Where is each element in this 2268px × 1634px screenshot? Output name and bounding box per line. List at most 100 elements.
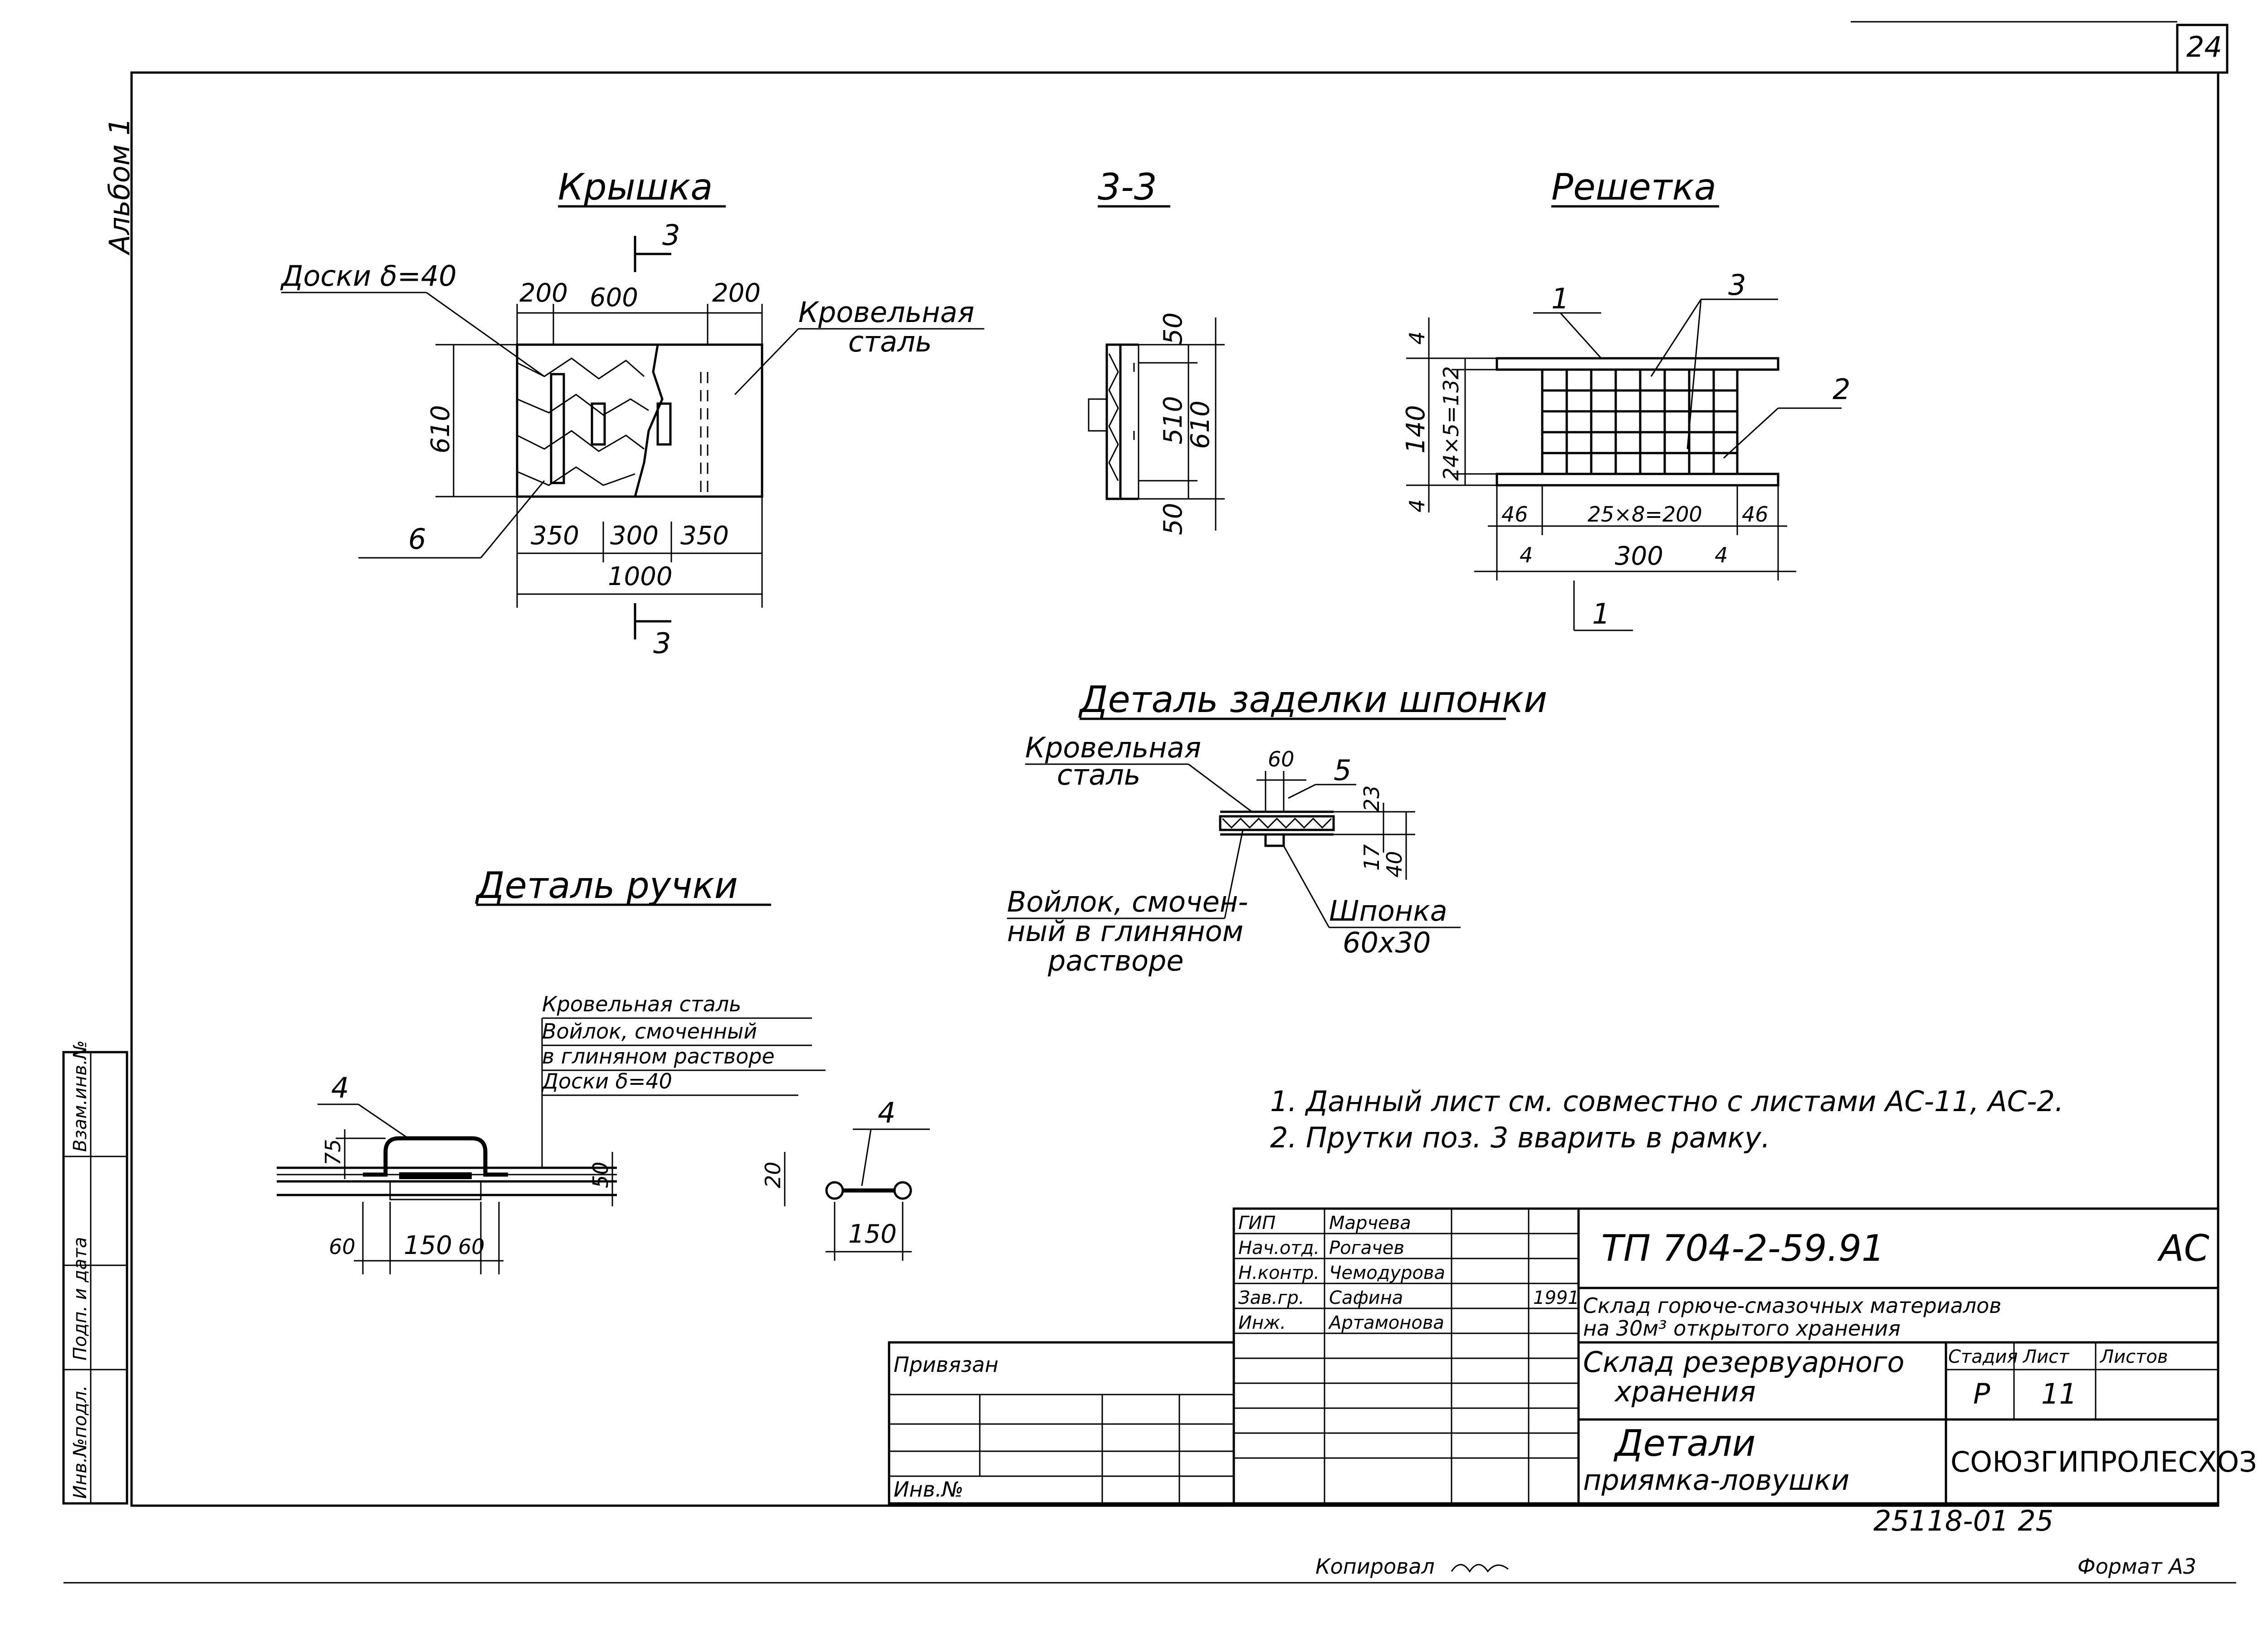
key-roof-steel-1: Кровельная xyxy=(1025,731,1201,764)
doc-code: ТП 704-2-59.91 xyxy=(1601,1227,1885,1269)
section33-dim-top: 50 xyxy=(1158,312,1188,345)
cover-roof-steel-2: сталь xyxy=(848,325,932,358)
handle-dim-60-left: 60 xyxy=(329,1234,356,1259)
copied-by: Копировал xyxy=(1315,1554,1435,1579)
cover-dim-height: 610 xyxy=(426,405,455,454)
role-3: Зав.гр. xyxy=(1238,1288,1305,1308)
sheet-title-2: приямка-ловушки xyxy=(1583,1463,1849,1497)
handle-detail-title: Деталь ручки xyxy=(475,864,738,907)
grate-dim-h-overall: 300 xyxy=(1615,541,1663,571)
side-stamp-sign: Подп. и дата xyxy=(70,1237,91,1361)
cover-dim-top-left: 200 xyxy=(519,278,568,308)
key-key-1: Шпонка xyxy=(1329,894,1447,927)
grate-dim-v-spacing: 24×5=132 xyxy=(1439,366,1463,481)
album-label: Альбом 1 xyxy=(103,117,136,256)
handle-plan-dim-20: 20 xyxy=(761,1161,785,1188)
name-2: Чемодурова xyxy=(1329,1263,1445,1283)
grate-grid xyxy=(1542,370,1737,474)
grate-dim-h-right: 46 xyxy=(1742,502,1769,527)
name-0: Марчева xyxy=(1329,1213,1411,1234)
key-felt-1: Войлок, смочен- xyxy=(1007,885,1248,918)
inventory-code: 25118-01 25 xyxy=(1873,1504,2053,1537)
cover-dim-top-right: 200 xyxy=(712,278,761,308)
handle-plan-dim-150: 150 xyxy=(848,1219,897,1249)
stage-value: Р xyxy=(1973,1377,1990,1410)
cover-section-mark-bottom: 3 xyxy=(653,627,671,660)
grate-pos1-bottom: 1 xyxy=(1592,597,1610,630)
handle-layer-2: Войлок, смоченный xyxy=(542,1019,757,1044)
grate-pos2: 2 xyxy=(1833,373,1850,406)
notes: 1. Данный лист см. совместно с листами А… xyxy=(1270,1085,2064,1154)
section33-dim-overall: 610 xyxy=(1186,400,1215,449)
side-stamp-inv: Инв.№подл. xyxy=(70,1385,91,1499)
key-felt-2: ный в глиняном xyxy=(1007,915,1243,948)
project-name-1: Склад горюче-смазочных материалов xyxy=(1583,1293,2001,1318)
cover-dim-top-mid: 600 xyxy=(590,283,638,312)
doc-mark: АС xyxy=(2157,1227,2209,1269)
cover-roof-steel-1: Кровельная xyxy=(798,296,974,329)
handle-detail-view: Деталь ручки Кровельная сталь Войлок, см… xyxy=(277,864,930,1274)
key-dim-40: 40 xyxy=(1382,851,1407,878)
grate-dim-h-4-right: 4 xyxy=(1715,543,1728,567)
grate-dim-h-4-left: 4 xyxy=(1520,543,1533,567)
grate-pos3: 3 xyxy=(1728,268,1746,302)
handle-dim-150: 150 xyxy=(404,1231,452,1260)
grate-pos1-top: 1 xyxy=(1551,282,1569,315)
grate-view: Решетка 1 3 2 1 xyxy=(1401,166,1850,631)
sheet-frame xyxy=(64,21,2236,1584)
role-0: ГИП xyxy=(1238,1213,1276,1234)
key-roof-steel-2: сталь xyxy=(1057,758,1140,791)
handle-dim-75: 75 xyxy=(321,1139,345,1166)
section33-dim-bottom: 50 xyxy=(1158,503,1188,535)
key-pos5: 5 xyxy=(1334,754,1351,787)
name-1: Рогачев xyxy=(1329,1238,1404,1258)
name-3: Сафина xyxy=(1329,1288,1403,1308)
key-dim-60: 60 xyxy=(1268,747,1295,771)
col-stage: Стадия xyxy=(1948,1346,2018,1367)
handle-layer-4: Доски δ=40 xyxy=(541,1069,672,1093)
cover-dim-overall: 1000 xyxy=(608,562,673,591)
handle-dim-50: 50 xyxy=(588,1161,613,1188)
grate-title: Решетка xyxy=(1551,166,1716,208)
role-1: Нач.отд. xyxy=(1238,1238,1320,1258)
cover-pos6: 6 xyxy=(408,522,426,556)
section33-dim-mid: 510 xyxy=(1158,396,1188,444)
cover-title: Крышка xyxy=(558,166,713,208)
side-stamp-replace: Взам.инв.№ xyxy=(70,1040,91,1152)
year: 1991 xyxy=(1533,1288,1579,1308)
cover-dim-bottom-right: 350 xyxy=(680,521,729,551)
grate-dim-v-overall: 140 xyxy=(1401,405,1431,454)
role-4: Инж. xyxy=(1238,1312,1286,1333)
title-block: Привязан Инв.№ ГИП Марчева Нач.отд. Рога… xyxy=(888,1207,2257,1505)
sheet-value: 11 xyxy=(2041,1377,2077,1410)
handle-layer-3: в глиняном растворе xyxy=(542,1044,775,1068)
col-sheet: Лист xyxy=(2022,1346,2070,1367)
handle-layer-1: Кровельная сталь xyxy=(542,992,741,1016)
grate-dim-h-left: 46 xyxy=(1501,502,1528,527)
key-detail-view: Деталь заделки шпонки 60 5 23 17 40 Кров… xyxy=(1007,678,1547,977)
key-felt-3: растворе xyxy=(1047,944,1184,977)
cover-section-mark-top: 3 xyxy=(662,219,680,252)
linked-label: Привязан xyxy=(894,1352,998,1377)
grate-dim-v-bottom: 4 xyxy=(1405,499,1429,512)
note-2: 2. Прутки поз. 3 вварить в рамку. xyxy=(1270,1121,1770,1154)
cover-boards-label: Доски δ=40 xyxy=(280,259,457,293)
inv-no-label: Инв.№ xyxy=(894,1477,963,1502)
handle-dim-60-right: 60 xyxy=(458,1234,485,1259)
cover-dim-bottom-mid: 300 xyxy=(610,521,659,551)
project-name-2: на 30м³ открытого хранения xyxy=(1583,1316,1901,1341)
building-1: Склад резервуарного xyxy=(1583,1346,1904,1379)
organization: СОЮЗГИПРОЛЕСХОЗ xyxy=(1950,1445,2257,1478)
key-dim-23: 23 xyxy=(1359,785,1384,812)
col-sheets: Листов xyxy=(2099,1346,2168,1367)
section-3-3-view: 3-3 50 510 610 50 xyxy=(1088,166,1225,535)
building-2: хранения xyxy=(1614,1375,1756,1408)
key-key-2: 60х30 xyxy=(1343,926,1431,959)
section33-title: 3-3 xyxy=(1098,166,1157,208)
key-dim-17: 17 xyxy=(1359,844,1384,871)
grate-dim-h-spacing: 25×8=200 xyxy=(1588,502,1702,527)
handle-pos4: 4 xyxy=(331,1071,349,1104)
grate-dim-v-top: 4 xyxy=(1405,332,1429,345)
role-2: Н.контр. xyxy=(1238,1263,1320,1283)
